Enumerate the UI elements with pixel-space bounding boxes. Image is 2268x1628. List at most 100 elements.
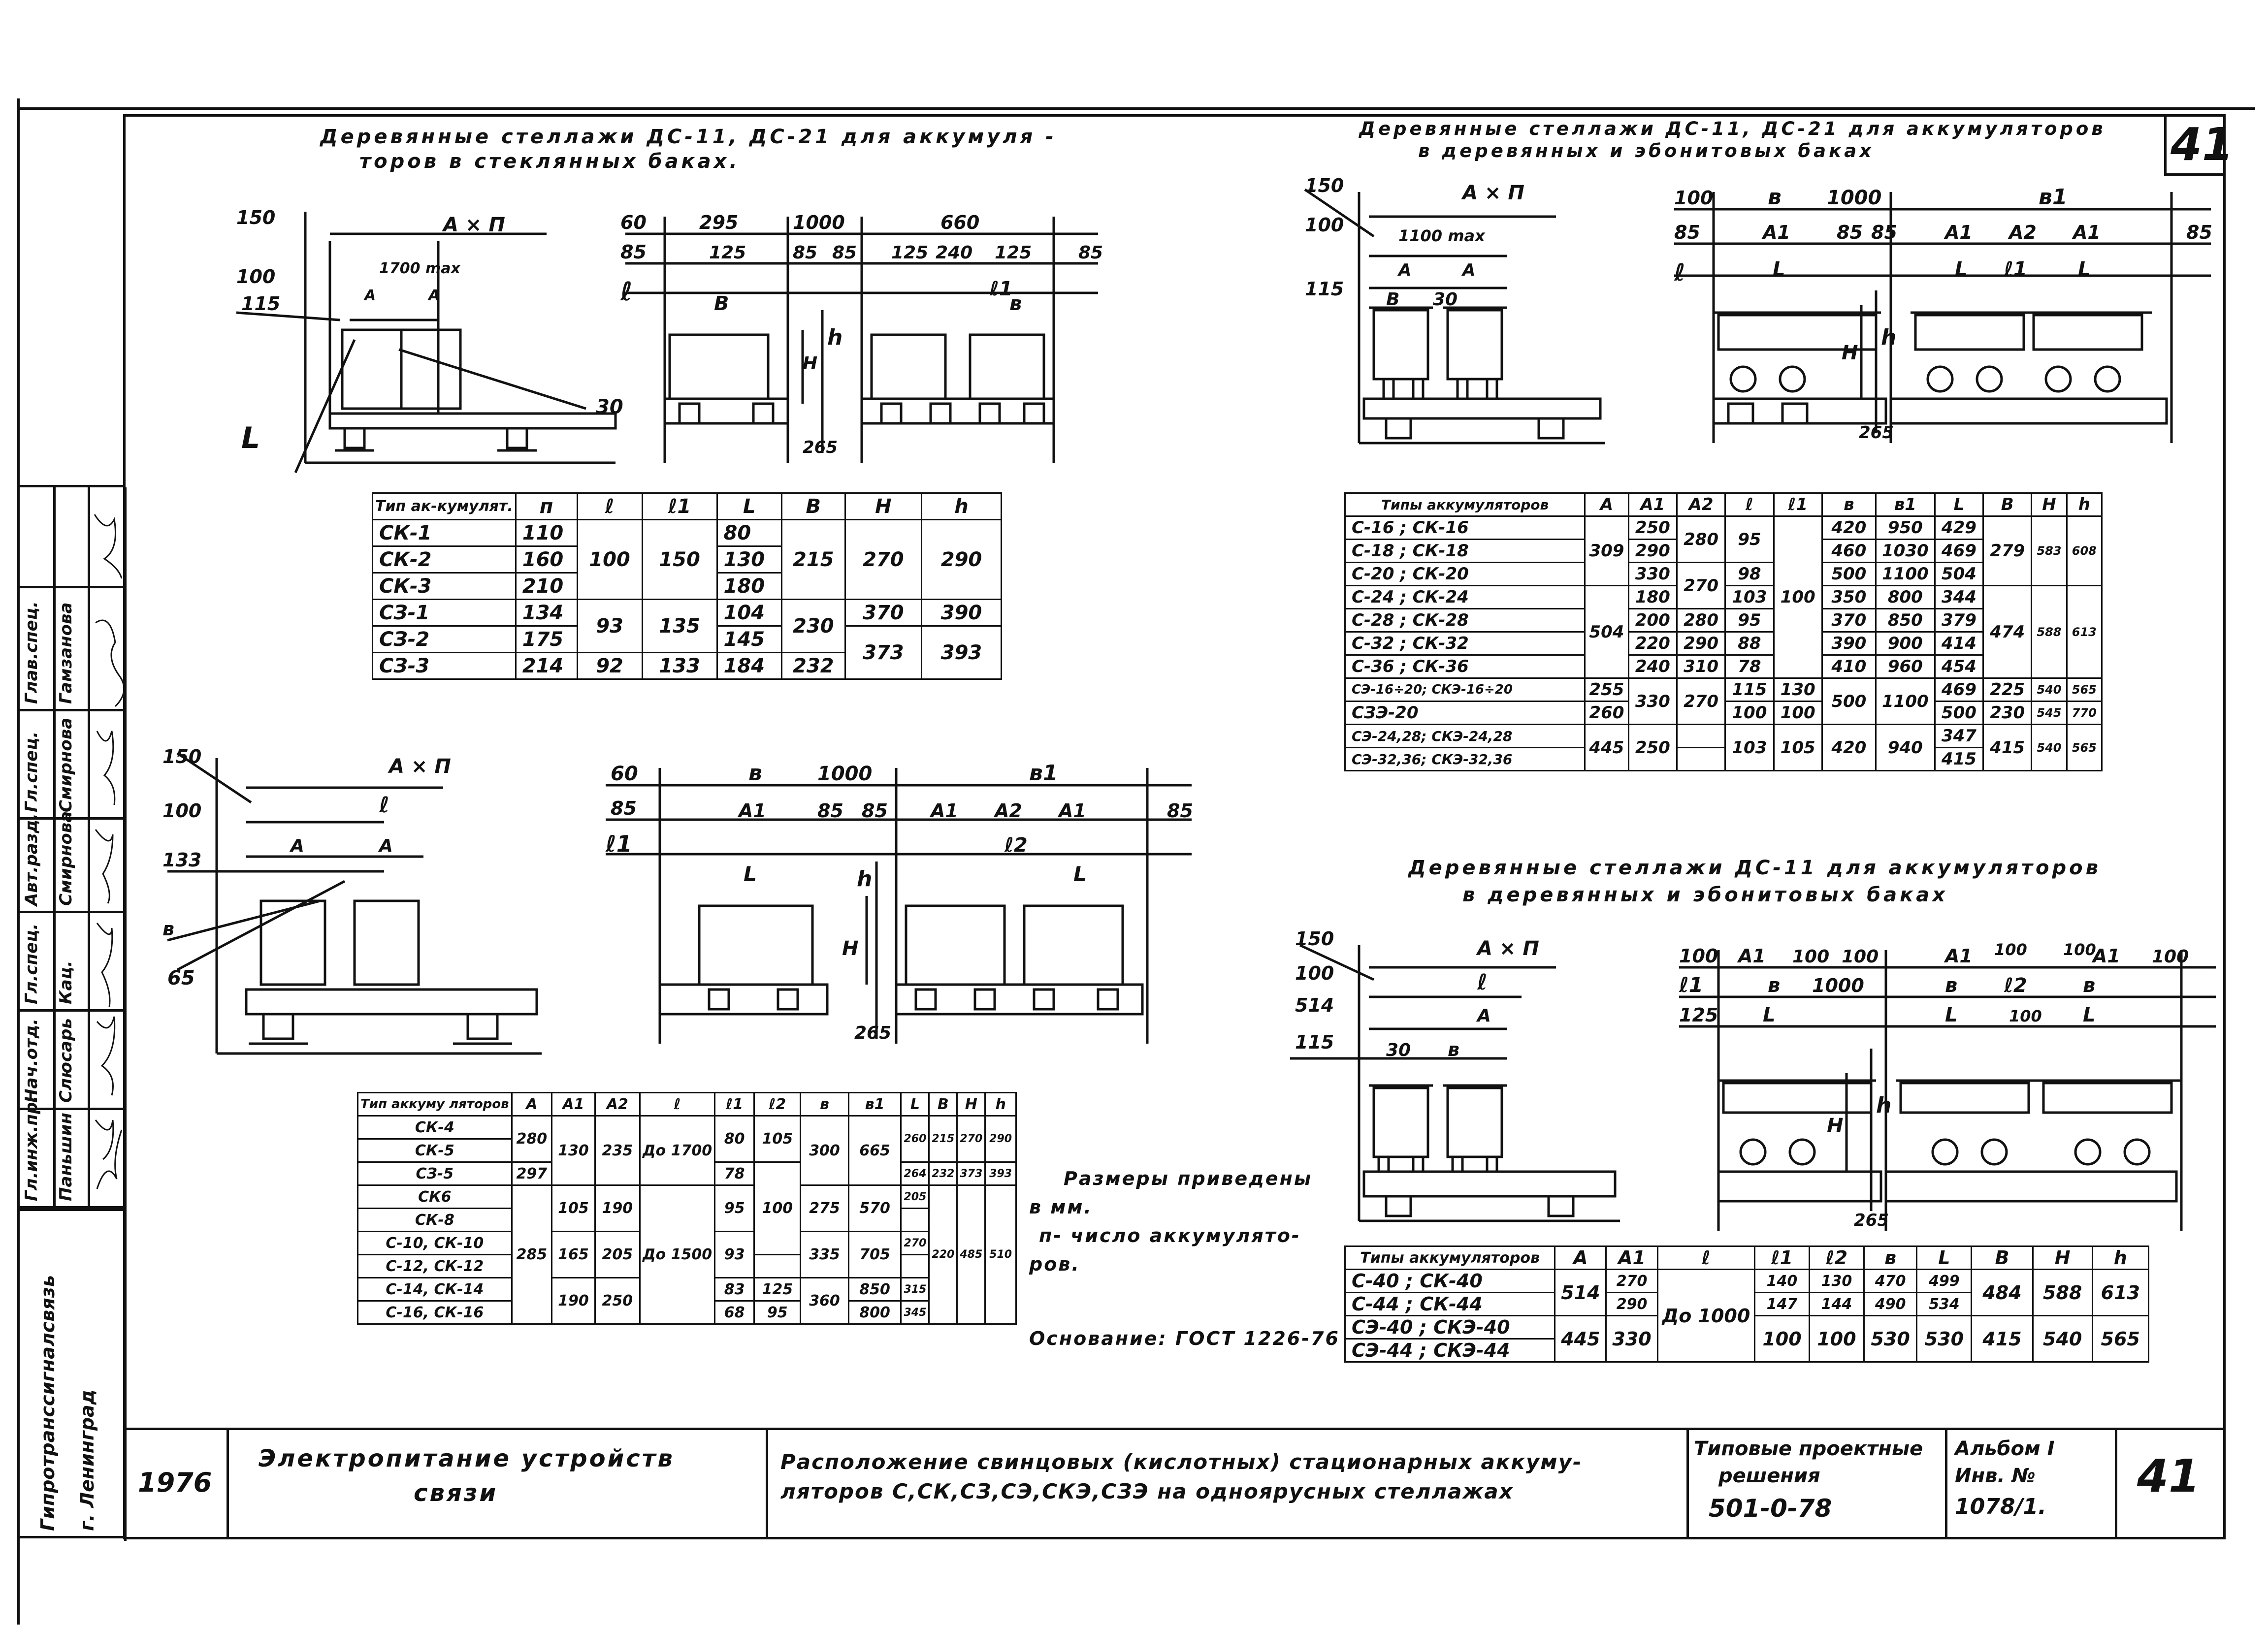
stamp-role-1: Гл.инж.пр.: [22, 1095, 41, 1201]
dim-85-mid-c: 85: [862, 800, 888, 822]
dim-1000: 1000: [793, 212, 845, 233]
dim-133: 133: [162, 849, 201, 871]
dim-l1-mid: ℓ1: [605, 830, 632, 857]
stamp-row-line-3: [17, 817, 126, 820]
dim-L-tr2-2: L: [1955, 258, 1968, 281]
drawing-rack-side-wood: 150 100 115 A × П 1100 max A A В 30: [1304, 175, 1605, 445]
dim-l-ds11: ℓ: [1477, 970, 1488, 995]
dim-85-tr2-d: 85: [2186, 222, 2212, 243]
dim-L-mid: L: [744, 862, 757, 886]
title-top-left-line2: торов в стеклянных баках.: [359, 150, 740, 173]
title-description-line2: ляторов С,СК,СЗ,СЭ,СКЭ,СЗЭ на одноярусны…: [780, 1479, 1514, 1503]
dim-100-ds11-f6: 100: [2152, 947, 2189, 967]
dim-100-ds11-f4: 100: [1994, 940, 2027, 959]
dim-a-tr-2: A: [1461, 260, 1475, 280]
dim-a1-tr2: A1: [1761, 222, 1790, 243]
dim-l1-ds11-f: ℓ1: [1679, 973, 1703, 997]
dim-85-b: 85: [793, 243, 817, 263]
tb-line-1: [227, 1428, 229, 1538]
dim-150-tr: 150: [1305, 175, 1344, 196]
stamp-row-line-4: [17, 911, 126, 913]
dim-85-mid-b: 85: [817, 800, 843, 822]
title-series-line2: решения: [1718, 1465, 1820, 1487]
table-row: С-44 ; СК-44 290 147 144 490 534: [1344, 1292, 2149, 1316]
dim-85-a: 85: [620, 241, 647, 263]
dim-100-ds11-f7: 100: [2009, 1007, 2042, 1025]
drawing-rack-front-wood: 100 85 ℓ в 1000 в1 A1 85 85 A1 A2 A1 85 …: [1674, 185, 2212, 443]
drawing-rack-front-glass: 60 85 ℓ 295 1000 660 125 85 85 125 240 1…: [620, 212, 1103, 463]
dim-265-mid: 265: [854, 1023, 891, 1043]
dim-b-ds11-f3: в: [2083, 974, 2095, 997]
dim-150: 150: [236, 207, 275, 228]
dim-60: 60: [620, 212, 647, 233]
dim-a-ds11: A: [1476, 1006, 1491, 1026]
title-subject-line2: связи: [414, 1479, 498, 1507]
dim-a-1: A: [363, 287, 376, 304]
dim-100-ds11-f: 100: [1679, 945, 1718, 967]
tb-line-5: [2115, 1428, 2117, 1538]
dim-b: в: [1009, 292, 1022, 315]
table-row: СК6 285 105 190 До 1500 95 275 570 205 2…: [357, 1184, 1017, 1325]
dim-1700max: 1700 max: [379, 260, 461, 277]
dim-85-tr2-b: 85: [1837, 222, 1863, 243]
org-name: Гипротранссигналсвязь: [37, 1275, 59, 1531]
top-edge-line: [20, 107, 2255, 110]
dim-b-tr2: в: [1768, 185, 1782, 210]
title-top-right-line2: в деревянных и эбонитовых баках: [1418, 140, 1875, 161]
dim-H-mid: H: [842, 937, 858, 960]
dim-l1: ℓ1: [989, 278, 1013, 300]
tb-line-2: [766, 1428, 768, 1538]
dim-a1-ds11-f3: A1: [2091, 945, 2120, 967]
sheet-number: 41: [2171, 118, 2234, 171]
org-city: г. Ленинград: [76, 1389, 98, 1531]
dim-150-mid: 150: [162, 746, 201, 767]
dim-L-ds11-f2: L: [1945, 1004, 1958, 1026]
dim-100-ds11-f3: 100: [1842, 947, 1879, 967]
dim-axn-tr: A × П: [1461, 182, 1524, 204]
dim-85-tr2-a: 85: [1674, 222, 1700, 243]
table-row: С-14, СК-14 190 250 83 125 360 850 315: [357, 1277, 1016, 1325]
dim-85-mid-a: 85: [611, 798, 637, 819]
table-row: СК-4 280 130 235 До 1700 80 105 300 665 …: [357, 1115, 1017, 1186]
stamp-name-5: Смирнова: [56, 717, 76, 812]
stamp-block: [17, 485, 126, 1209]
dim-1000-tr2: 1000: [1827, 187, 1881, 209]
dim-85-c: 85: [832, 243, 857, 263]
dim-b-ds11-f2: в: [1945, 974, 1957, 997]
dim-L-tr2-3: L: [2078, 258, 2091, 281]
table-row: С-12, СК-12: [357, 1254, 1016, 1278]
dim-125-b: 125: [891, 243, 928, 263]
dim-l-mid: ℓ: [379, 793, 389, 818]
drawing-rack-front-ds11: 100 ℓ1 125 A1 100 100 A1 100 100 A1 100 …: [1679, 940, 2216, 1231]
dim-100-ds11: 100: [1295, 962, 1334, 984]
dim-1000-ds11-f: 1000: [1812, 975, 1864, 996]
dim-115: 115: [241, 293, 280, 315]
dim-295: 295: [699, 212, 738, 233]
stamp-signatures: [94, 514, 125, 1189]
dim-L-tr2: L: [1773, 258, 1785, 281]
stamp-name-3: Кац.: [56, 960, 76, 1004]
dim-a-mid-2: A: [378, 836, 393, 856]
dim-L-mid-2: L: [1073, 862, 1087, 886]
dim-30: 30: [596, 396, 623, 418]
stamp-row-line-6: [17, 1108, 126, 1110]
tb-line-4: [1945, 1428, 1947, 1538]
dim-a1-tr2-3: A1: [2072, 222, 2101, 243]
dim-1100max: 1100 max: [1398, 226, 1486, 245]
drawing-rack-front-mid: 60 85 ℓ1 в 1000 в1 A1 85 85 A1 A2 A1 85 …: [605, 761, 1193, 1044]
dim-100-tr: 100: [1305, 214, 1344, 236]
dim-a1-mid-2: A1: [929, 800, 958, 822]
drawing-rack-side-glass: 150 100 115 A × П 1700 max A A 30 L: [236, 207, 623, 474]
stamp-role-4: Авт.разд.: [22, 813, 41, 906]
org-block: [17, 1209, 126, 1538]
stamp-row-line-1: [17, 586, 126, 588]
dim-h-ds11-f: h: [1876, 1093, 1891, 1118]
dim-b1-mid: в1: [1029, 761, 1058, 786]
stamp-row-line-2: [17, 709, 126, 711]
dim-1000-mid: 1000: [817, 763, 872, 785]
